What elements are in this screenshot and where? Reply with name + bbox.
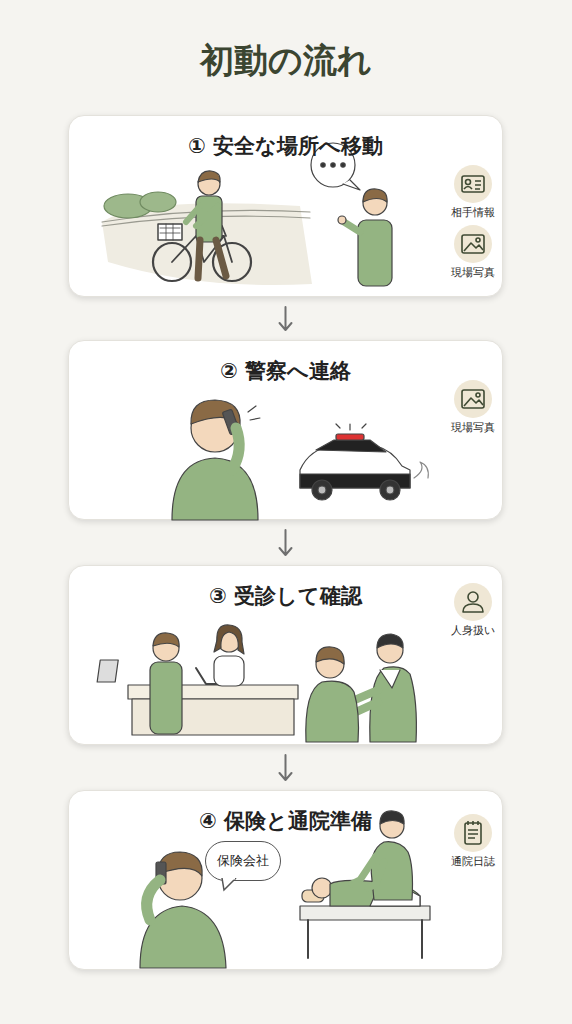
badge-item: 現場写真 — [439, 379, 507, 435]
bubble-text: 保険会社 — [206, 842, 280, 879]
badge-icon — [453, 813, 493, 853]
step-card: ② 警察へ連絡現場写真 — [68, 340, 503, 520]
badge-item: 通院日誌 — [439, 813, 507, 869]
badge-label: 現場写真 — [439, 266, 507, 280]
badge-label: 人身扱い — [439, 624, 507, 638]
badge-label: 相手情報 — [439, 206, 507, 220]
flow-arrow — [280, 530, 292, 555]
bubble-tail — [220, 878, 240, 892]
step-heading: ② 警察へ連絡 — [69, 357, 502, 385]
flow-arrow — [280, 755, 292, 780]
badge-label: 通院日誌 — [439, 855, 507, 869]
badge-item: 現場写真 — [439, 224, 507, 280]
step-heading: ③ 受診して確認 — [69, 582, 502, 610]
arrow-line — [280, 307, 292, 330]
badge-icon — [453, 164, 493, 204]
arrow-line — [280, 530, 292, 555]
flow-arrow — [280, 307, 292, 330]
speech-bubble: 保険会社 — [205, 841, 281, 881]
badge-icon — [453, 582, 493, 622]
step-card: ④ 保険と通院準備保険会社通院日誌 — [68, 790, 503, 970]
badge-icon — [453, 379, 493, 419]
step-heading: ④ 保険と通院準備 — [69, 807, 502, 835]
badge-icon — [453, 224, 493, 264]
arrow-line — [280, 755, 292, 780]
badge-item: 人身扱い — [439, 582, 507, 638]
badge-label: 現場写真 — [439, 421, 507, 435]
badge-item: 相手情報 — [439, 164, 507, 220]
diagram-title: 初動の流れ — [0, 38, 572, 84]
step-heading: ① 安全な場所へ移動 — [69, 132, 502, 160]
